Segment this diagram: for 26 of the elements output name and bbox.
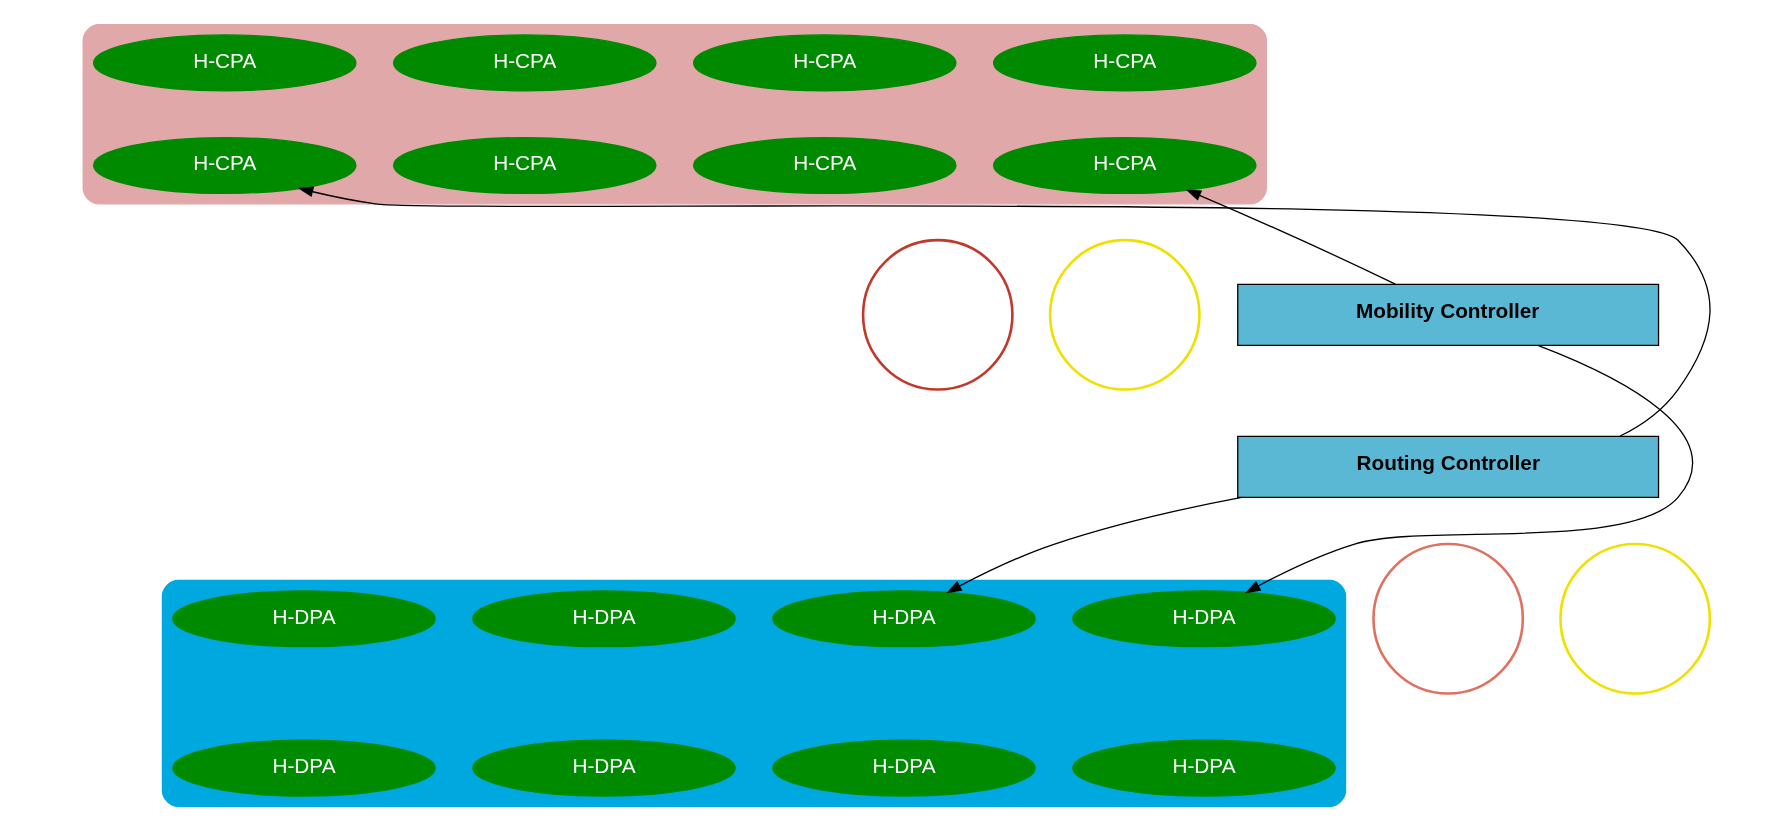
node-ellipse: H-DPA	[1071, 589, 1336, 647]
node-ellipse: H-DPA	[771, 739, 1036, 797]
node-ellipse: H-CPA	[92, 136, 357, 194]
node-ellipse: H-DPA	[471, 589, 736, 647]
node-ellipse: H-DPA	[771, 589, 1036, 647]
node-circle	[1048, 238, 1201, 391]
node-ellipse: H-DPA	[471, 739, 736, 797]
node-ellipse: H-CPA	[992, 136, 1257, 194]
node-ellipse: H-CPA	[692, 136, 957, 194]
node-ellipse: H-CPA	[392, 136, 657, 194]
node-ellipse: H-CPA	[392, 33, 657, 91]
node-ellipse: H-CPA	[692, 33, 957, 91]
node-box: Mobility Controller	[1236, 283, 1659, 346]
node-circle	[1371, 542, 1524, 695]
node-ellipse: H-DPA	[171, 589, 436, 647]
arrow	[297, 185, 1711, 437]
arrow	[945, 496, 1242, 593]
node-box: Routing Controller	[1236, 435, 1659, 498]
arrow	[1185, 188, 1396, 285]
arrow	[1244, 344, 1693, 593]
node-ellipse: H-CPA	[992, 33, 1257, 91]
node-ellipse: H-DPA	[1071, 739, 1336, 797]
node-ellipse: H-CPA	[92, 33, 357, 91]
node-circle	[861, 238, 1014, 391]
node-circle	[1558, 542, 1711, 695]
node-ellipse: H-DPA	[171, 739, 436, 797]
